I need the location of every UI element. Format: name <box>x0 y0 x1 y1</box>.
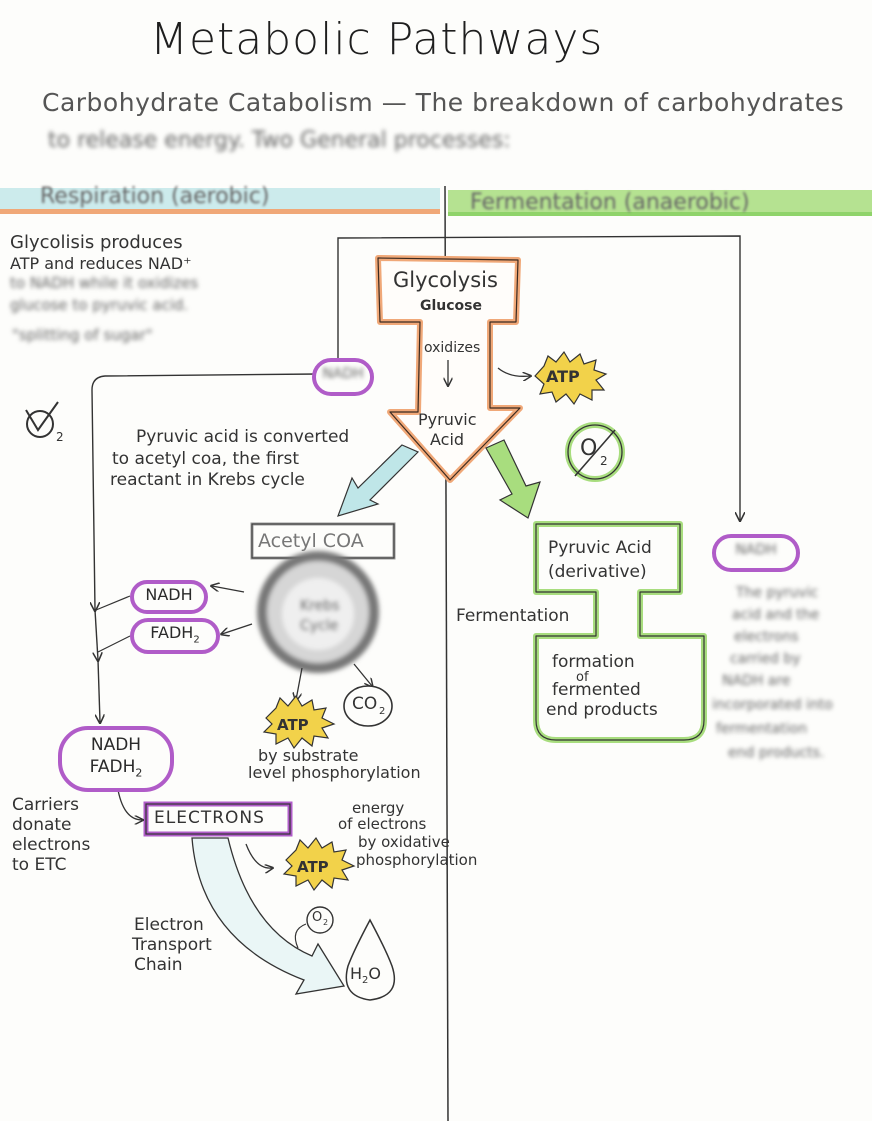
nadh-pill-right-label: NADH <box>735 542 777 558</box>
h2o-o: O <box>368 964 381 983</box>
no-o2-subscript: 2 <box>600 454 608 468</box>
fermentation-underline <box>448 212 872 216</box>
co2-label: CO <box>352 694 378 714</box>
carriers-note-line-2: donate <box>12 815 72 835</box>
fermentation-label: Fermentation <box>456 606 570 626</box>
ferment-note-line-7: fermentation <box>716 721 808 737</box>
energy-note-line-1: energy <box>352 799 405 817</box>
nadh-pill-top-label: NADH <box>322 366 364 382</box>
pyruvic-note-line-1: Pyruvic acid is converted <box>136 427 350 447</box>
krebs-label-2: Cycle <box>300 618 339 634</box>
nadh-carrier-line <box>92 373 319 610</box>
fadh2-pill-krebs-sub: 2 <box>193 634 200 646</box>
respiration-heading: Respiration (aerobic) <box>40 184 270 209</box>
o2-etc-subscript: 2 <box>323 918 329 927</box>
ferment-note-line-6: incorporated into <box>712 697 833 713</box>
ferment-note-line-5: NADH are <box>722 673 791 689</box>
h2o-sub: 2 <box>362 975 369 987</box>
krebs-cycle-ring <box>257 551 379 673</box>
fadh2-pill-krebs-label: FADH <box>150 623 194 642</box>
nadh-fadh2-pill-fadh: FADH <box>89 757 136 777</box>
glycolysis-note-line-3: to NADH while it oxidizes <box>10 274 199 292</box>
pyruvic-note-line-3: reactant in Krebs cycle <box>110 470 305 490</box>
glycolysis-note-line-4: glucose to pyruvic acid. <box>10 296 189 314</box>
h2o-h: H <box>350 964 363 983</box>
no-o2-label: O <box>580 436 598 461</box>
atp-oxidative-burst <box>282 836 356 892</box>
ferment-note-line-1: The pyruvic <box>736 585 819 601</box>
ferment-note-line-8: end products. <box>728 745 825 761</box>
nadh-route-line <box>337 235 740 520</box>
nadh-pill-right: NADH <box>712 534 800 572</box>
etc-label-line-2: Transport <box>132 935 212 955</box>
pyruvic-to-acetyl-arrow <box>337 444 420 517</box>
ferment-note-line-3: electrons <box>734 629 799 645</box>
krebs-label-1: Krebs <box>300 598 340 614</box>
pyruvic-note-line-2: to acetyl coa, the first <box>112 449 300 469</box>
energy-note-line-4: phosphorylation <box>356 851 478 869</box>
fermented-products-line-2: of <box>576 670 589 685</box>
fermentation-heading: Fermentation (anaerobic) <box>470 190 750 215</box>
o2-etc-label: O <box>312 910 323 925</box>
nadh-fadh2-pill-sub: 2 <box>135 766 143 780</box>
glycolysis-heading: Glycolysis <box>393 268 498 292</box>
carriers-note-line-3: electrons <box>12 835 91 855</box>
nadh-fadh2-pill-nadh: NADH <box>90 735 142 755</box>
substrate-note-line-2: level phosphorylation <box>248 763 421 782</box>
nadh-fadh2-pill: NADH FADH2 <box>58 726 174 792</box>
atp-glycolysis-burst <box>534 350 608 406</box>
energy-note-line-2: of electrons <box>338 815 427 833</box>
glycolysis-note-line-1: Glycolisis produces <box>10 232 183 253</box>
respiration-underline <box>0 209 440 214</box>
nadh-pill-krebs-label: NADH <box>145 585 193 604</box>
pyruvic-derivative-line-1: Pyruvic Acid <box>548 538 652 558</box>
nadh-pill-top: NADH <box>312 358 374 396</box>
nadh-pill-krebs: NADH <box>130 580 208 614</box>
o2-aerobic-subscript: 2 <box>56 430 64 444</box>
carriers-note-line-1: Carriers <box>12 795 79 815</box>
glycolysis-note-line-5: "splitting of sugar" <box>12 326 153 344</box>
atp-glycolysis-label: ATP <box>546 367 580 386</box>
subtitle-line-2: to release energy. Two General processes… <box>48 128 511 153</box>
ferment-note-line-2: acid and the <box>732 607 820 623</box>
pyruvic-to-fermentation-arrow <box>485 439 541 519</box>
atp-krebs-label: ATP <box>277 716 309 734</box>
subtitle-line-1: Carbohydrate Catabolism — The breakdown … <box>42 88 845 117</box>
carriers-note-line-4: to ETC <box>12 855 67 875</box>
fermented-products-line-4: end products <box>546 700 658 720</box>
fadh2-pill-krebs: FADH2 <box>130 618 220 654</box>
energy-note-line-3: by oxidative <box>358 833 450 851</box>
page-title: Metabolic Pathways <box>150 14 604 65</box>
glycolysis-note-line-2: ATP and reduces NAD⁺ <box>10 254 192 273</box>
etc-label-line-3: Chain <box>134 955 183 975</box>
water-drop <box>345 918 396 1001</box>
fermented-products-line-1: formation <box>552 652 635 672</box>
respiration-band <box>0 188 440 212</box>
substrate-note-line-1: by substrate <box>258 746 359 765</box>
pyruvic-label-1: Pyruvic <box>418 410 477 429</box>
pyruvic-derivative-line-2: (derivative) <box>548 562 647 582</box>
oxidizes-label: oxidizes <box>424 340 481 356</box>
electrons-label: ELECTRONS <box>154 808 265 828</box>
co2-subscript: 2 <box>379 706 386 717</box>
atp-krebs-burst <box>262 694 336 750</box>
fermented-products-line-3: fermented <box>552 680 641 700</box>
glucose-label: Glucose <box>420 298 483 314</box>
acetyl-coa-label: Acetyl COA <box>258 530 364 552</box>
atp-oxidative-label: ATP <box>297 858 329 876</box>
fermentation-band <box>448 190 872 216</box>
pyruvic-label-2: Acid <box>430 430 465 449</box>
etc-arrow <box>191 837 346 995</box>
ferment-note-line-4: carried by <box>730 651 801 667</box>
etc-label-line-1: Electron <box>134 915 204 935</box>
